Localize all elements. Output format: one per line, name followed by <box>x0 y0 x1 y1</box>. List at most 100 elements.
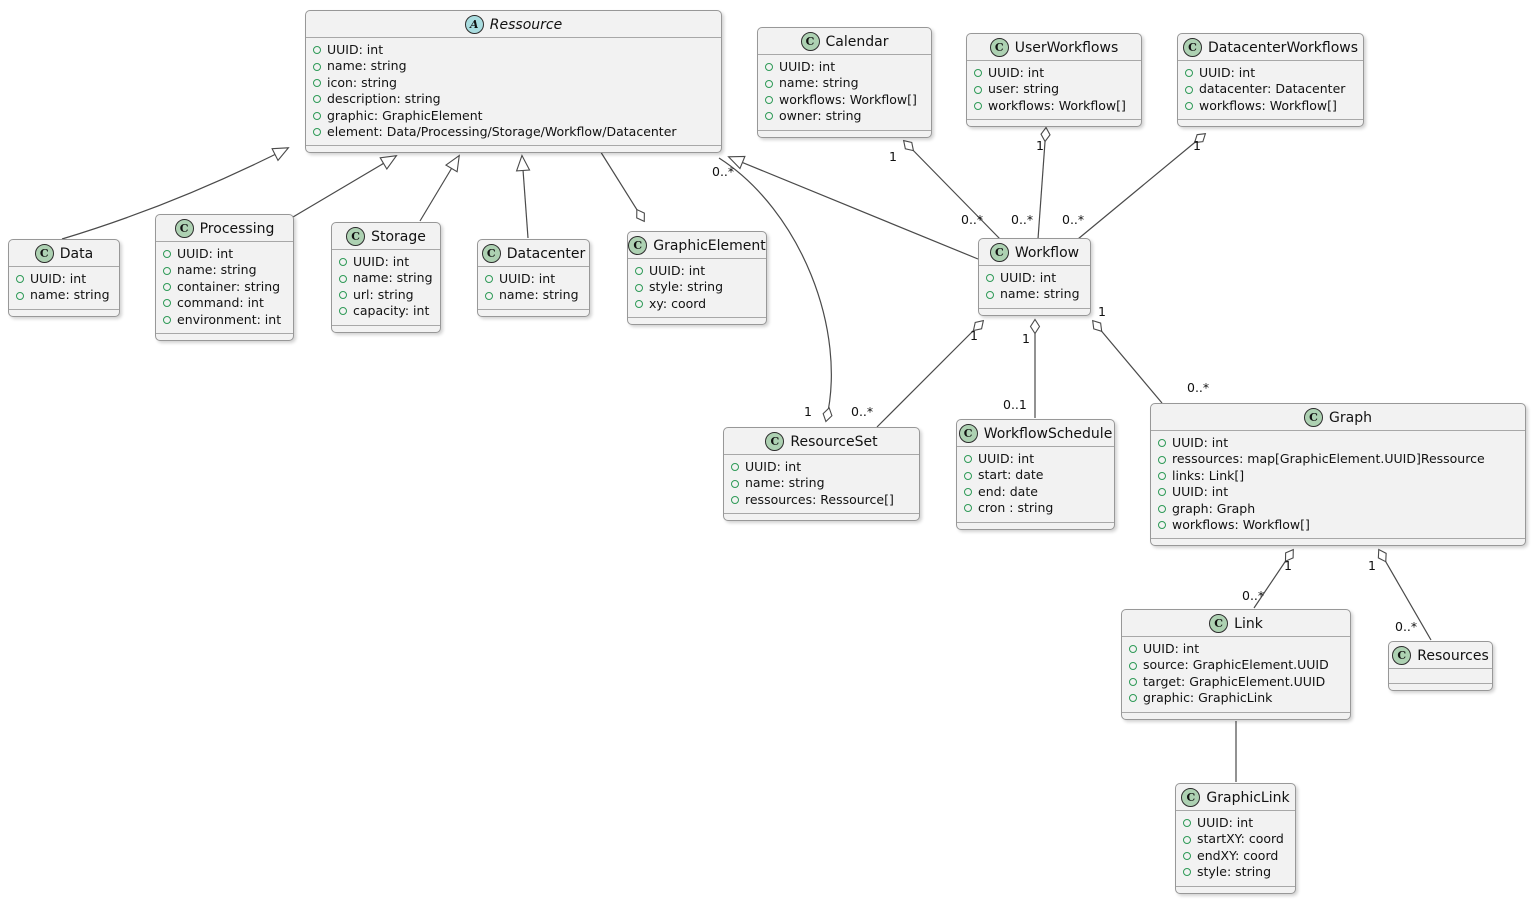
class-icon: C <box>1181 788 1201 807</box>
class-title: Workflow <box>1014 244 1080 261</box>
field-visibility-icon <box>1183 868 1191 877</box>
attribute-row: name: string <box>986 286 1083 302</box>
attribute-row: ressources: Ressource[] <box>731 492 912 508</box>
attribute-text: style: string <box>1197 864 1272 880</box>
field-visibility-icon <box>974 85 982 94</box>
class-icon: C <box>1209 614 1229 633</box>
attribute-row: workflows: Workflow[] <box>1158 517 1518 533</box>
attribute-text: UUID: int <box>779 59 836 74</box>
attribute-row: graph: Graph <box>1158 501 1518 517</box>
attribute-text: cron : string <box>978 500 1054 516</box>
attribute-row: UUID: int <box>765 59 924 75</box>
field-visibility-icon <box>339 274 347 283</box>
attribute-row: target: GraphicElement.UUID <box>1129 674 1343 690</box>
field-visibility-icon <box>765 63 773 72</box>
field-visibility-icon <box>1129 694 1137 703</box>
attribute-row: UUID: int <box>1158 484 1518 500</box>
methods-compartment <box>1122 711 1350 719</box>
attribute-row: name: string <box>163 262 286 278</box>
attribute-row: UUID: int <box>163 246 286 262</box>
field-visibility-icon <box>765 79 773 88</box>
field-visibility-icon <box>16 275 24 284</box>
class-icon: C <box>481 244 501 263</box>
field-visibility-icon <box>339 291 347 300</box>
attribute-text: name: string <box>353 270 433 286</box>
field-visibility-icon <box>964 488 972 497</box>
attribute-text: container: string <box>177 278 281 294</box>
field-visibility-icon <box>986 290 994 299</box>
attribute-text: datacenter: Datacenter <box>1199 81 1346 97</box>
field-visibility-icon <box>974 102 982 111</box>
field-visibility-icon <box>1158 455 1166 464</box>
attribute-row: workflows: Workflow[] <box>974 98 1134 114</box>
class-icon: C <box>1304 408 1324 427</box>
attribute-row: links: Link[] <box>1158 468 1518 484</box>
field-visibility-icon <box>635 300 643 309</box>
methods-compartment <box>478 308 589 316</box>
attribute-row: owner: string <box>765 108 924 124</box>
attribute-row: capacity: int <box>339 303 433 319</box>
multiplicity-label: 1 <box>1193 138 1201 153</box>
field-visibility-icon <box>964 504 972 513</box>
class-title: Link <box>1234 615 1263 632</box>
attribute-row: name: string <box>16 287 112 303</box>
class-icon: C <box>628 236 648 255</box>
attribute-text: UUID: int <box>745 459 802 474</box>
multiplicity-label: 1 <box>1022 331 1030 346</box>
field-visibility-icon <box>1129 678 1137 687</box>
field-visibility-icon <box>1185 69 1193 78</box>
connector-calendar-to-workflow <box>904 141 1001 240</box>
multiplicity-label: 1 <box>1368 558 1376 573</box>
attribute-row: UUID: int <box>986 270 1083 286</box>
abstract-class-icon: A <box>464 15 484 34</box>
attribute-text: UUID: int <box>327 42 384 57</box>
connector-graph-to-resources <box>1379 550 1432 641</box>
attribute-text: graphic: GraphicElement <box>327 107 483 123</box>
multiplicity-label: 1 <box>970 328 978 343</box>
attribute-text: workflows: Workflow[] <box>779 91 917 107</box>
methods-compartment <box>724 513 919 520</box>
attribute-text: environment: int <box>177 311 282 327</box>
attribute-row: UUID: int <box>1158 435 1518 451</box>
field-visibility-icon <box>765 96 773 105</box>
attribute-text: UUID: int <box>1000 270 1057 285</box>
class-title: Resources <box>1417 647 1489 664</box>
attribute-row: start: date <box>964 467 1107 483</box>
multiplicity-label: 0..* <box>1395 619 1417 634</box>
attribute-row: UUID: int <box>964 451 1107 467</box>
attribute-row: icon: string <box>313 75 714 91</box>
attribute-text: name: string <box>499 287 579 303</box>
attribute-text: ressources: Ressource[] <box>745 491 894 507</box>
multiplicity-label: 1 <box>1098 304 1106 319</box>
field-visibility-icon <box>635 267 643 276</box>
connector-storage-to-ressource <box>419 154 460 222</box>
connector-graph-to-link <box>1253 550 1293 609</box>
class-icon: C <box>958 424 978 443</box>
field-visibility-icon <box>1185 102 1193 111</box>
class-icon: C <box>765 432 785 451</box>
methods-compartment <box>628 317 766 324</box>
class-icon: C <box>989 38 1009 57</box>
attribute-row: xy: coord <box>635 296 759 312</box>
class-title: GraphicElement <box>653 237 766 254</box>
attribute-row: startXY: coord <box>1183 831 1288 847</box>
attribute-text: graphic: GraphicLink <box>1143 690 1273 706</box>
connector-ressource-to-resourceset <box>718 157 831 421</box>
field-visibility-icon <box>313 62 321 71</box>
methods-compartment <box>9 308 119 316</box>
class-icon: C <box>1182 38 1202 57</box>
